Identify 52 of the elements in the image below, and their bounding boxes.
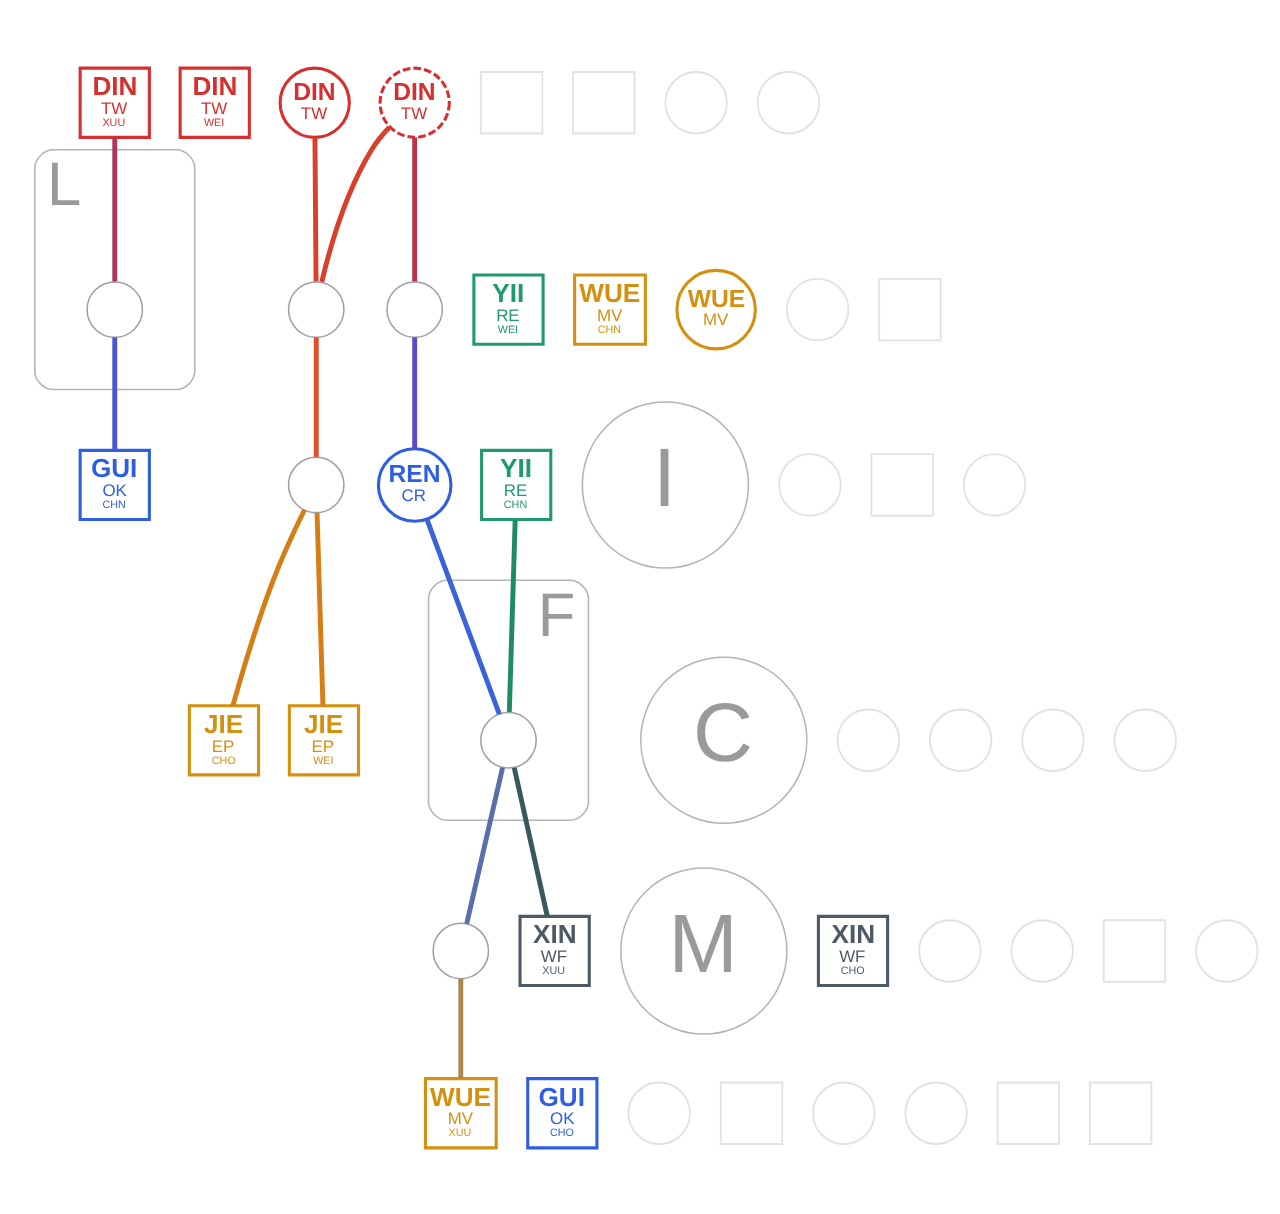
node-circle <box>929 707 993 771</box>
node-circle: REN CR <box>376 446 453 522</box>
node-box <box>479 70 544 134</box>
node-circle <box>756 70 821 134</box>
node-circle <box>812 1080 876 1144</box>
node-circle <box>1195 918 1259 982</box>
connector <box>458 977 464 1078</box>
node-box <box>870 452 934 516</box>
node-circle: WUE MV <box>675 267 757 350</box>
node-circle: DIN TW <box>278 65 351 138</box>
node-box <box>1102 918 1167 982</box>
connector <box>230 507 307 706</box>
connector <box>412 336 418 448</box>
node-circle <box>480 710 537 768</box>
connector <box>314 511 326 705</box>
connector <box>464 766 505 924</box>
node-circle: I <box>581 400 750 568</box>
node-box <box>719 1080 784 1144</box>
node-circle <box>287 280 345 338</box>
node-box <box>996 1080 1061 1144</box>
connector <box>313 336 319 456</box>
connector <box>312 136 319 281</box>
node-circle <box>962 452 1027 516</box>
connector <box>506 518 518 712</box>
node-circle <box>287 455 345 513</box>
node-circle <box>627 1080 691 1144</box>
node-circle <box>1113 707 1177 771</box>
cluster: F <box>427 578 590 820</box>
connector <box>424 517 502 714</box>
node-circle: C <box>640 655 808 824</box>
node-circle <box>86 280 144 338</box>
node-circle <box>778 452 842 516</box>
node-box <box>878 276 942 341</box>
node-circle <box>664 70 728 134</box>
node-circle <box>918 918 982 982</box>
node-circle <box>386 280 444 338</box>
connector <box>319 124 392 282</box>
connector <box>511 766 550 916</box>
node-box <box>1088 1080 1153 1144</box>
cluster: L <box>34 147 196 390</box>
node-circle <box>1021 707 1085 771</box>
node-circle: DIN TW <box>378 65 451 138</box>
node-circle <box>1010 918 1074 982</box>
connector <box>112 336 118 449</box>
node-box <box>572 70 636 134</box>
node-circle <box>785 276 850 341</box>
connector <box>112 136 118 281</box>
node-circle: M <box>620 866 788 1034</box>
node-circle <box>432 921 490 979</box>
connector <box>412 136 418 281</box>
node-circle <box>904 1080 968 1144</box>
node-circle <box>836 707 901 771</box>
